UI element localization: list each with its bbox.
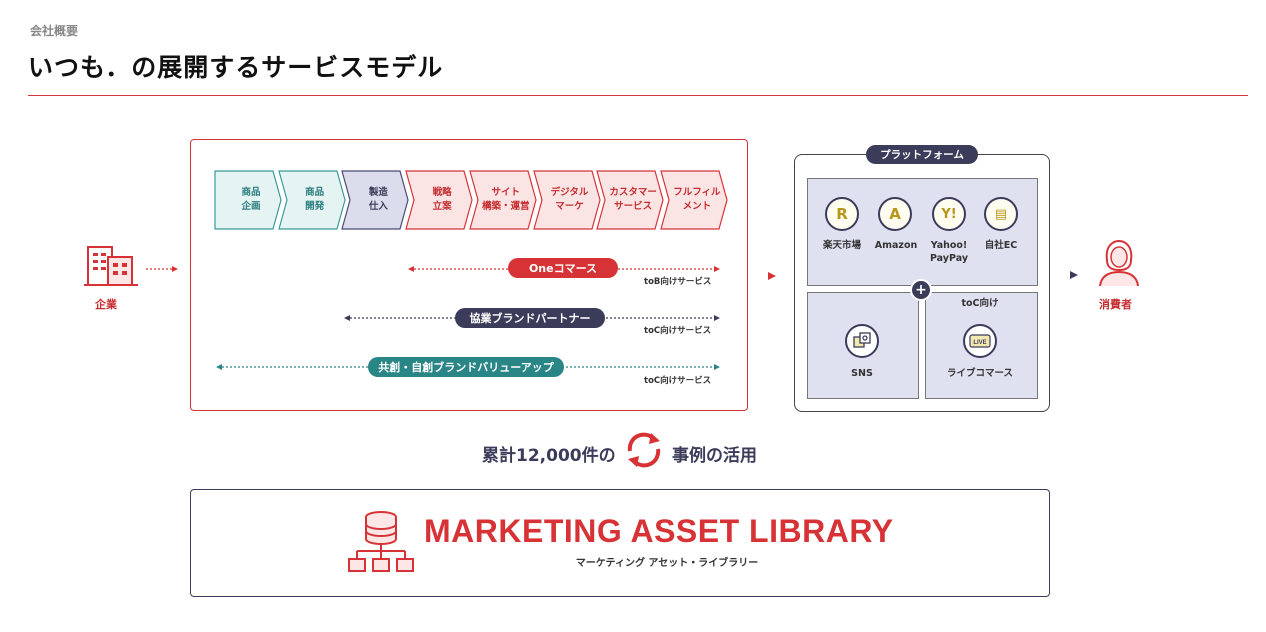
page-title: いつも．の展開するサービスモデル xyxy=(28,53,444,82)
mall-panel xyxy=(807,178,1038,286)
section-label: 会社概要 xyxy=(30,24,79,38)
sns-icon xyxy=(845,324,879,358)
asset-library-box xyxy=(190,489,1050,597)
mall-label-amazon: Amazon xyxy=(874,240,918,251)
toc-service-note-2: toC向けサービス xyxy=(644,376,712,386)
process-step: 商品 企画 xyxy=(214,170,282,230)
arrow-company-to-service xyxy=(146,266,178,272)
process-step: 製造 仕入 xyxy=(341,170,410,230)
arrow-to-platform xyxy=(768,272,776,280)
mall-label-yahoo: Yahoo! PayPay xyxy=(929,240,969,264)
live-commerce-label: ライブコマース xyxy=(946,368,1014,379)
process-step: サイト 構築・運営 xyxy=(469,170,537,230)
mall-label-rakuten: 楽天市場 xyxy=(822,240,861,251)
process-step: カスタマー サービス xyxy=(596,170,664,230)
cocreate-pill: 共創・自創ブランドバリューアップ xyxy=(368,357,564,377)
amazon-icon: A xyxy=(878,197,912,231)
arrow-to-consumer xyxy=(1070,271,1078,279)
oneco-pill: Oneコマース xyxy=(508,258,618,278)
process-step: 商品 開発 xyxy=(277,170,346,230)
cases-prefix: 累計12,000件の xyxy=(482,446,616,466)
sns-label: SNS xyxy=(851,368,873,379)
tob-service-note: toB向けサービス xyxy=(644,277,712,287)
own-ec-icon: ▤ xyxy=(984,197,1018,231)
building-icon xyxy=(84,246,138,286)
toc-service-note-1: toC向けサービス xyxy=(644,326,712,336)
process-step: フルフィル メント xyxy=(660,170,728,230)
process-step: 戦略 立案 xyxy=(405,170,473,230)
cocreate-range-line xyxy=(216,364,720,370)
partner-pill: 協業ブランドパートナー xyxy=(455,308,605,328)
yahoo-icon: Y! xyxy=(932,197,966,231)
company-label: 企業 xyxy=(95,298,117,311)
consumer-icon xyxy=(1099,239,1139,287)
cycle-icon xyxy=(627,432,661,468)
consumer-label: 消費者 xyxy=(1099,298,1132,311)
service-model-box xyxy=(190,139,748,411)
svg-text:LIVE: LIVE xyxy=(973,340,986,346)
rakuten-icon: R xyxy=(825,197,859,231)
title-divider xyxy=(28,95,1248,96)
database-icon xyxy=(348,511,414,572)
mall-label-own-ec: 自社EC xyxy=(984,240,1018,251)
library-title: MARKETING ASSET LIBRARY xyxy=(424,513,894,549)
plus-icon: + xyxy=(910,279,932,301)
platform-title: プラットフォーム xyxy=(866,145,978,164)
library-subtitle: マーケティング アセット・ライブラリー xyxy=(575,558,759,569)
process-step: デジタル マーケ xyxy=(532,170,601,230)
toc-label: toC向け xyxy=(961,298,999,309)
live-commerce-icon: LIVE xyxy=(963,324,997,358)
cases-suffix: 事例の活用 xyxy=(672,446,757,466)
